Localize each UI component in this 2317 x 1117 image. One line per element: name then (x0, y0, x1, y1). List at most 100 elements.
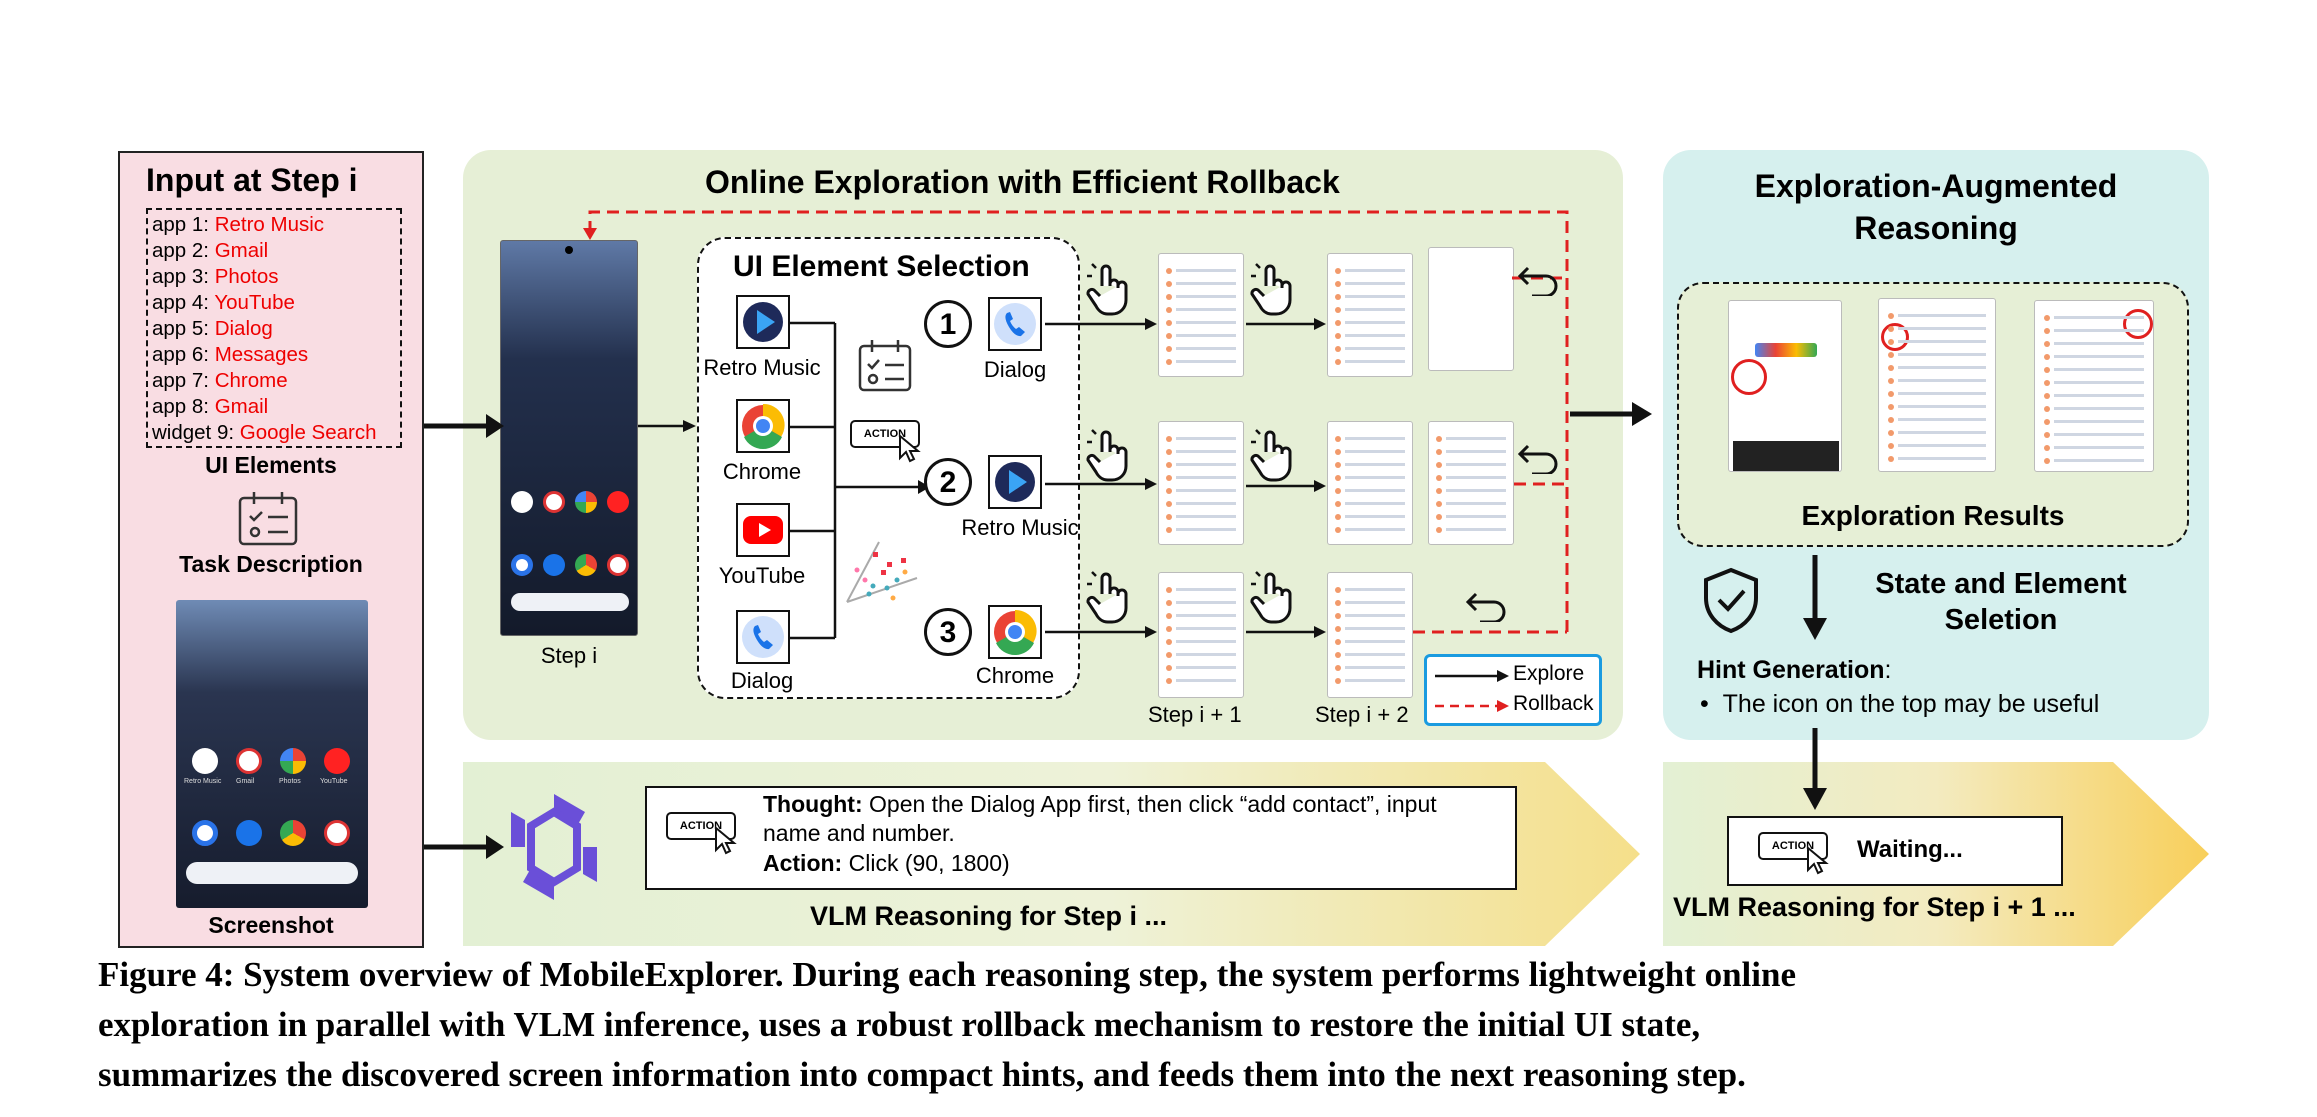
screen-row (2044, 367, 2144, 373)
text-line (1445, 450, 1507, 453)
text-line (1344, 679, 1406, 682)
text-line (1175, 308, 1237, 311)
avatar (1165, 501, 1172, 507)
text-line (1175, 295, 1237, 298)
text-line (1445, 528, 1507, 531)
screen-row (1334, 678, 1406, 684)
avatar (2044, 354, 2051, 360)
text-line (2054, 420, 2144, 423)
text-line (1898, 314, 1986, 317)
app-list-item: app 3: Photos (152, 264, 396, 290)
avatar (1165, 346, 1172, 352)
text-line (2054, 368, 2144, 371)
retro-music-icon (511, 491, 533, 513)
action-badge: ACTION (1758, 832, 1828, 860)
screen-row (1888, 404, 1986, 410)
legend-explore-label: Explore (1513, 662, 1585, 685)
exploration-results-label: Exploration Results (1801, 500, 2065, 531)
avatar (1334, 346, 1341, 352)
screen-row (1334, 514, 1406, 520)
text-line (2054, 459, 2144, 462)
avatar (1334, 449, 1341, 455)
screen-row (1334, 488, 1406, 494)
avatar (1334, 359, 1341, 365)
thought-line2: name and number. (763, 820, 955, 846)
text-line (1175, 476, 1237, 479)
text-line (1175, 515, 1237, 518)
avatar (1165, 639, 1172, 645)
text-line (1175, 282, 1237, 285)
text-line (1175, 653, 1237, 656)
state-selection-line1: State and Element (1875, 568, 2127, 600)
explore-phone-2-1 (1158, 421, 1244, 545)
avatar (1165, 449, 1172, 455)
text-line (1344, 269, 1406, 272)
action-line: Action: Click (90, 1800) (763, 850, 1010, 877)
app-list-prefix: app 6: (152, 343, 215, 366)
screen-row (1165, 307, 1237, 313)
screen-row (1888, 417, 1986, 423)
screen-row (2044, 393, 2144, 399)
rank-3-badge: 3 (924, 608, 972, 656)
tap-hand-icon (1086, 570, 1128, 624)
app-list-item: app 4: YouTube (152, 290, 396, 316)
app-list-name: Gmail (214, 239, 269, 262)
app-list-item: app 2: Gmail (152, 238, 396, 264)
text-line (2054, 446, 2144, 449)
hint-title: Hint Generation (1697, 656, 1885, 684)
screenshot-app-row (182, 748, 362, 788)
screen-row (2044, 406, 2144, 412)
screen-row (1888, 352, 1986, 358)
action-badge: ACTION (666, 812, 736, 840)
text-line (1344, 360, 1406, 363)
youtube-icon (607, 491, 629, 513)
app-list-prefix: app 8: (152, 395, 215, 418)
gmail-icon (236, 748, 262, 774)
text-line (1344, 463, 1406, 466)
selection-connectors (790, 321, 930, 640)
thought-line1: Thought: Open the Dialog App first, then… (763, 791, 1437, 818)
search-bar (511, 593, 629, 611)
avatar (1165, 527, 1172, 533)
screen-row (1334, 320, 1406, 326)
avatar (1334, 639, 1341, 645)
text-line (1445, 437, 1507, 440)
text-line (1175, 614, 1237, 617)
avatar (1165, 665, 1172, 671)
avatar (1334, 320, 1341, 326)
app-list-prefix: app 5: (152, 317, 215, 340)
avatar (1334, 613, 1341, 619)
explore-arrow-icon (1435, 670, 1509, 682)
state-selection-line2: Seletion (1944, 604, 2058, 636)
chrome-icon (575, 554, 597, 576)
highlight-circle (2123, 309, 2153, 339)
chrome-ranked-icon (988, 605, 1042, 659)
avatar (1888, 430, 1895, 436)
text-line (1344, 627, 1406, 630)
text-line (1175, 627, 1237, 630)
rank-1-badge: 1 (924, 300, 972, 348)
text-line (1344, 321, 1406, 324)
avatar (1165, 320, 1172, 326)
avatar (1334, 501, 1341, 507)
text-line (2054, 407, 2144, 410)
text-line (1175, 463, 1237, 466)
app-list-item: app 8: Gmail (152, 394, 396, 420)
task-checklist-icon (858, 340, 912, 392)
screen-row (1334, 501, 1406, 507)
candidate-label: Retro Music (703, 355, 821, 380)
text-line (1344, 515, 1406, 518)
screen-row (1888, 378, 1986, 384)
gmail-icon (324, 820, 350, 846)
waiting-box (1727, 816, 2063, 886)
text-line (1344, 347, 1406, 350)
screenshot-dock-row (182, 820, 362, 850)
screen-row (1165, 678, 1237, 684)
screen-row (1435, 475, 1507, 481)
ui-element-selection-title: UI Element Selection (733, 250, 1030, 283)
cursor-icon (715, 826, 737, 855)
app-list-item: app 1: Retro Music (152, 212, 396, 238)
text-line (1344, 282, 1406, 285)
avatar (2044, 341, 2051, 347)
